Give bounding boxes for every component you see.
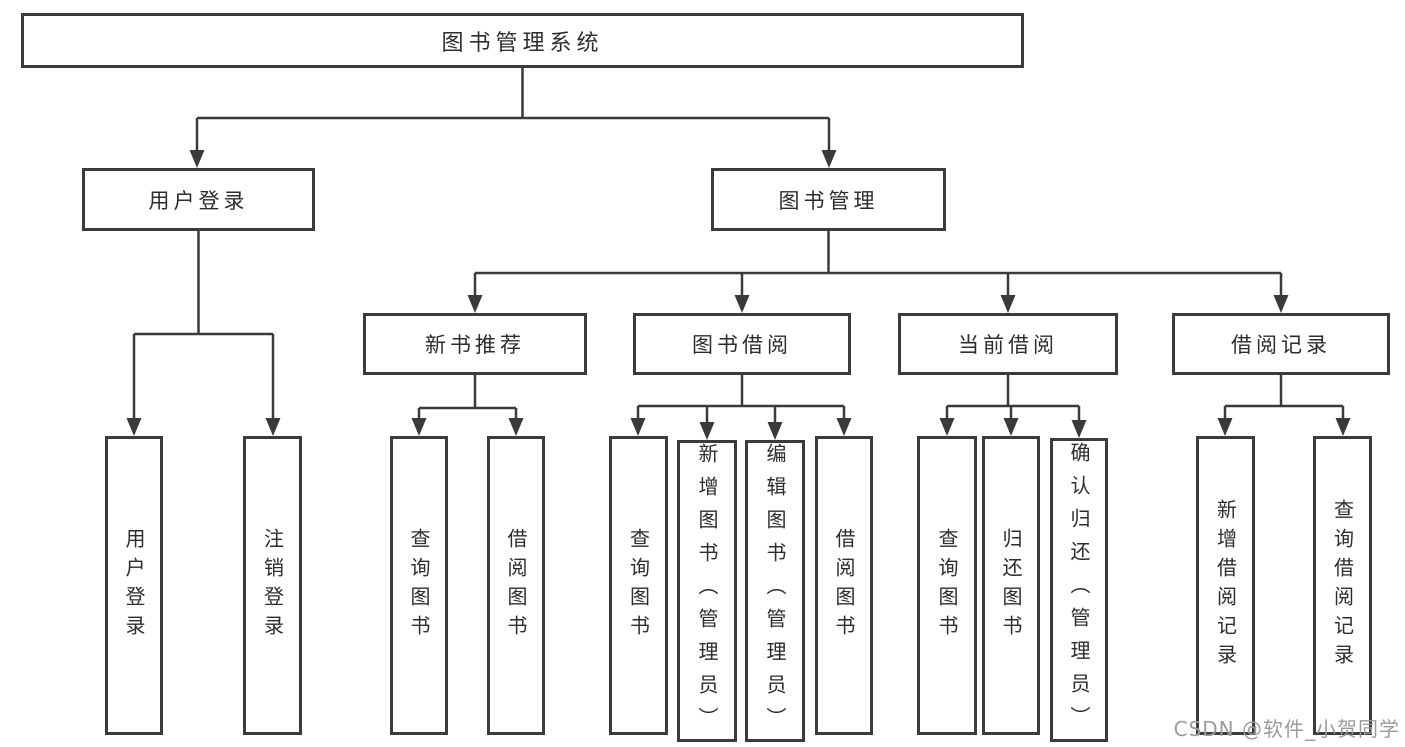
arrow-icon	[467, 295, 483, 313]
leaf-query-books-3: 查询图书	[917, 436, 977, 735]
arrow-icon	[1003, 418, 1019, 436]
arrow-icon	[1217, 418, 1233, 436]
leaf-return-book: 归还图书	[982, 436, 1040, 735]
arrow-icon	[734, 295, 750, 313]
node-new-book-recommend: 新书推荐	[363, 313, 587, 375]
leaf-query-books-1: 查询图书	[390, 436, 448, 735]
leaf-add-book-admin: 新增图书（管理员）	[677, 440, 737, 742]
connector-borrow-records	[1223, 375, 1345, 422]
leaf-query-borrow-record: 查询借阅记录	[1313, 436, 1372, 735]
arrow-icon	[821, 150, 837, 168]
arrow-icon	[508, 418, 524, 436]
arrow-icon	[1071, 420, 1087, 438]
watermark-text: CSDN @软件_小贺同学	[1173, 717, 1400, 741]
arrow-icon	[189, 150, 205, 168]
arrow-icon	[939, 418, 955, 436]
arrow-icon	[767, 422, 783, 440]
leaf-borrow-books-2: 借阅图书	[815, 436, 873, 735]
node-book-management: 图书管理	[711, 168, 946, 231]
connector-current-borrow	[945, 375, 1081, 424]
leaf-confirm-return-admin: 确认归还（管理员）	[1050, 438, 1108, 742]
leaf-edit-book-admin: 编辑图书（管理员）	[745, 440, 805, 742]
arrow-icon	[699, 422, 715, 440]
leaf-borrow-books-1: 借阅图书	[487, 436, 545, 735]
arrow-icon	[836, 418, 852, 436]
leaf-add-borrow-record: 新增借阅记录	[1196, 436, 1255, 735]
node-current-borrow: 当前借阅	[898, 313, 1118, 375]
node-book-borrow: 图书借阅	[633, 313, 851, 375]
node-borrow-records: 借阅记录	[1172, 313, 1390, 375]
arrow-icon	[1000, 295, 1016, 313]
arrow-icon	[1273, 295, 1289, 313]
leaf-logout-login: 注销登录	[243, 436, 302, 735]
arrowheads	[126, 150, 1351, 440]
node-root: 图书管理系统	[21, 13, 1024, 68]
arrow-icon	[630, 418, 646, 436]
node-user-login: 用户登录	[82, 168, 315, 231]
connector-book-mgmt	[473, 231, 1283, 299]
connector-new-book-rec	[417, 375, 518, 422]
leaf-query-books-2: 查询图书	[609, 436, 668, 735]
arrow-icon	[411, 418, 427, 436]
leaf-user-login: 用户登录	[105, 436, 163, 735]
arrow-icon	[126, 418, 142, 436]
connector-root-trunk	[195, 68, 831, 154]
connector-user-login	[132, 231, 275, 422]
connector-book-borrow	[636, 375, 846, 426]
arrow-icon	[265, 418, 281, 436]
arrow-icon	[1335, 418, 1351, 436]
